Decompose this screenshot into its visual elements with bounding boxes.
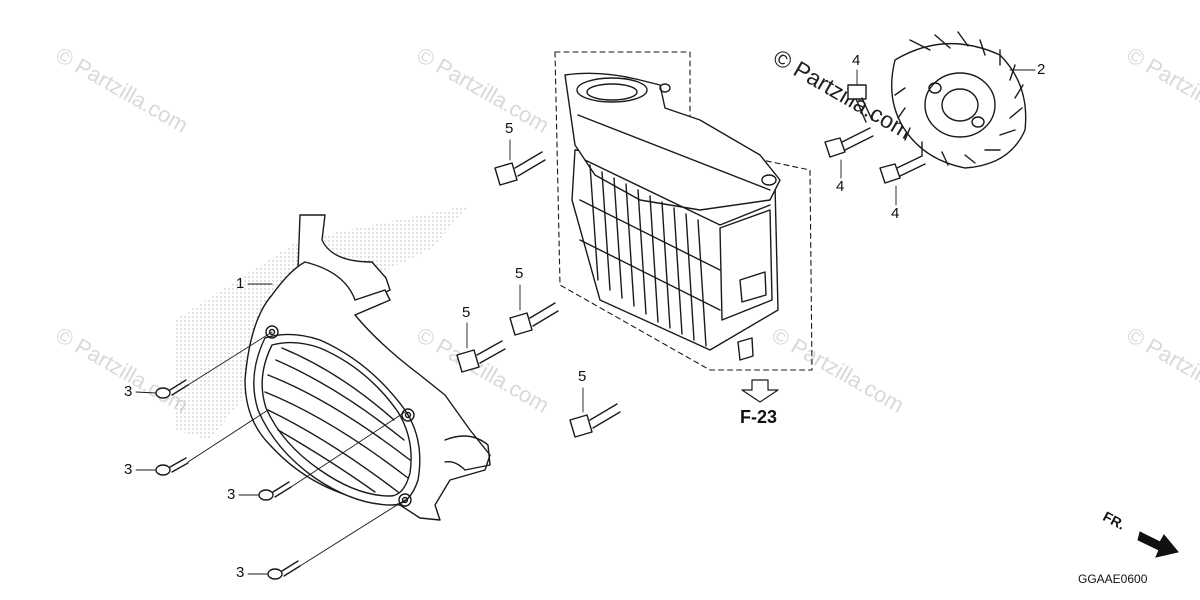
callout-5: 5 — [578, 368, 587, 385]
callout-5: 5 — [462, 304, 471, 321]
callout-4: 4 — [836, 178, 845, 195]
callout-3: 3 — [124, 461, 133, 478]
bolt-4-top — [847, 84, 873, 123]
screw-3-c — [258, 481, 292, 501]
flywheel-part — [890, 31, 1027, 169]
screw-3-d — [267, 560, 301, 580]
callout-3: 3 — [236, 564, 245, 581]
callout-3: 3 — [124, 383, 133, 400]
callout-4: 4 — [891, 205, 900, 222]
radiator-part — [554, 51, 813, 371]
diagram-code: GGAAE0600 — [1078, 572, 1148, 586]
bolt-4-mid — [824, 127, 874, 158]
bolt-5-d — [569, 403, 621, 438]
screw-3-a — [155, 379, 189, 399]
callout-1: 1 — [236, 275, 245, 292]
bolt-5-b — [509, 302, 559, 336]
callout-4: 4 — [852, 52, 861, 69]
callout-5: 5 — [505, 120, 514, 137]
screw-3-b — [155, 457, 189, 476]
fan-cover-part — [175, 205, 491, 521]
callout-2: 2 — [1037, 61, 1046, 78]
bolt-5-a — [494, 151, 546, 186]
callout-5: 5 — [515, 265, 524, 282]
arrow-right-icon — [1137, 531, 1179, 558]
bolt-4-right — [879, 155, 926, 184]
bolt-5-c — [456, 340, 506, 373]
hollow-down-arrow-icon — [741, 379, 779, 403]
callout-3: 3 — [227, 486, 236, 503]
leader-lines — [135, 69, 1036, 575]
reference-label: F-23 — [740, 407, 778, 427]
